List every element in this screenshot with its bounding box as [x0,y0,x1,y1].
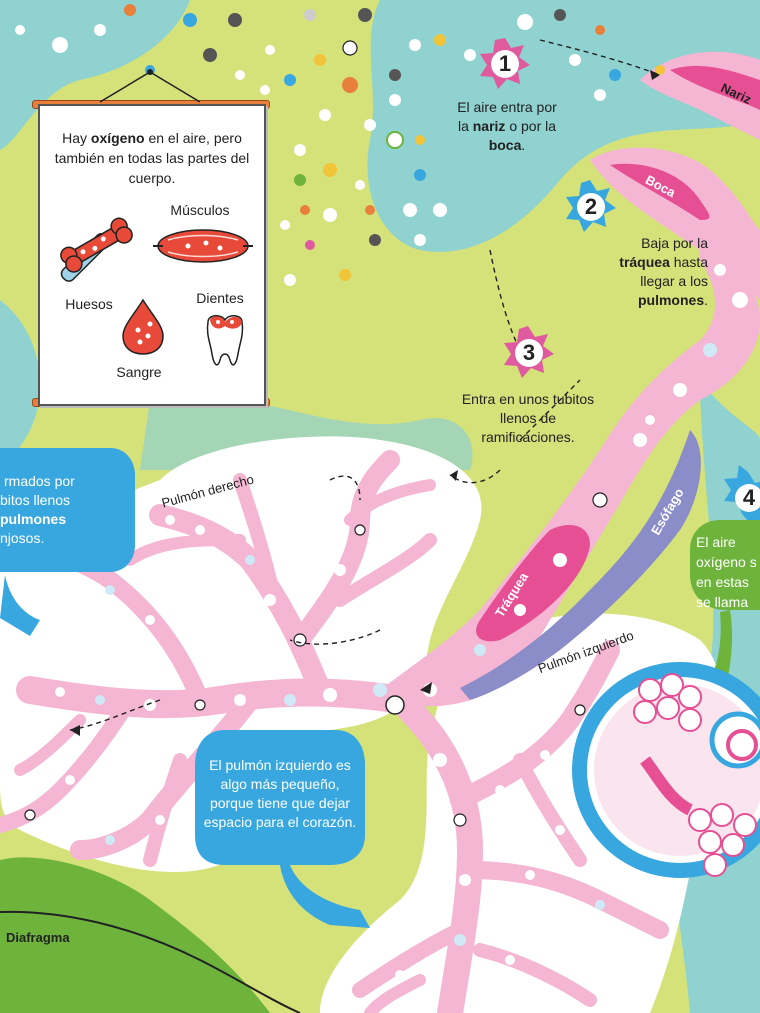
step1-number: 1 [498,51,512,76]
step2-text-b: hasta llegar a los [640,254,708,289]
muscle-icon [153,229,253,263]
poster-intro-bold: oxígeno [90,130,145,146]
step1-bold-mouth: boca [488,137,522,153]
step1-text-b: o por la [505,118,557,134]
trachea-tube [380,230,760,707]
left-bubble-line1: rmados por [4,473,75,489]
step2-bold-lungs: pulmones [637,292,705,308]
right-bubble-shape [690,520,760,610]
poster-item-teeth: Dientes [196,290,244,306]
step4-number: 4 [742,485,756,510]
poster-intro-before: Hay [62,130,91,146]
step1-text: El aire entra por la nariz o por la boca… [452,98,562,155]
teal-region-left [0,300,40,462]
alveoli-magnifier [572,662,760,878]
left-bubble-text: rmados por bitos llenos pulmones njosos. [0,472,128,548]
nose-highlight [670,65,760,110]
step3-text: Entra en unos tubitos llenos de ramifica… [461,391,595,445]
poster-panel: Hay oxígeno en el aire, pero también en … [38,104,266,406]
air-particles [15,4,665,286]
step1-text-c: . [521,137,526,153]
mouth-highlight [610,163,710,220]
poster-hanger [100,69,200,103]
left-bronchi [352,640,669,1013]
poster-item-bones: Huesos [65,296,113,312]
poster-item-blood: Sangre [116,364,162,380]
step2-bold-trachea: tráquea [619,254,670,270]
tooth-icon [206,315,244,366]
step3-star [504,326,554,378]
poster-item-muscles: Músculos [170,202,230,218]
step4-text: El aire oxígeno s en estas se llama [696,534,757,610]
step2-text-c: . [704,292,708,308]
diaphragm-line [0,910,301,1013]
teal-region-top-left [0,0,190,150]
step1-text-a: El aire entra por la [457,99,557,134]
step3-number: 3 [522,340,536,365]
left-bubble-line2: bitos llenos [0,492,71,508]
bone-icon [60,217,133,282]
diaphragm-shape [0,857,270,1013]
step2-star [566,180,616,232]
step1-star [480,38,530,89]
poster-intro-after: en el aire, pero también en todas las pa… [54,130,250,186]
left-bubble-bold-lungs: pulmones [0,511,67,527]
left-bubble-shape [0,448,135,572]
step2-text-a: Baja por la [641,235,708,251]
left-bubble-arrow [0,575,40,636]
left-bubble-line4: njosos. [0,530,45,546]
bottom-bubble-shape [195,730,365,865]
bottom-bubble-text: El pulmón izquierdo es algo más pequeño,… [203,757,357,830]
teal-region-top [367,0,760,252]
poster-intro: Hay oxígeno en el aire, pero también en … [50,128,254,188]
label-diaphragm: Diafragma [6,930,70,945]
flow-arrowheads [70,70,660,736]
step1-bold-nose: nariz [472,118,506,134]
blood-drop-icon [122,298,164,355]
step4-star [724,465,760,524]
step2-number: 2 [584,194,598,219]
step2-text: Baja por la tráquea hasta llegar a los p… [596,234,708,310]
bottom-bubble-arrow [280,865,370,928]
